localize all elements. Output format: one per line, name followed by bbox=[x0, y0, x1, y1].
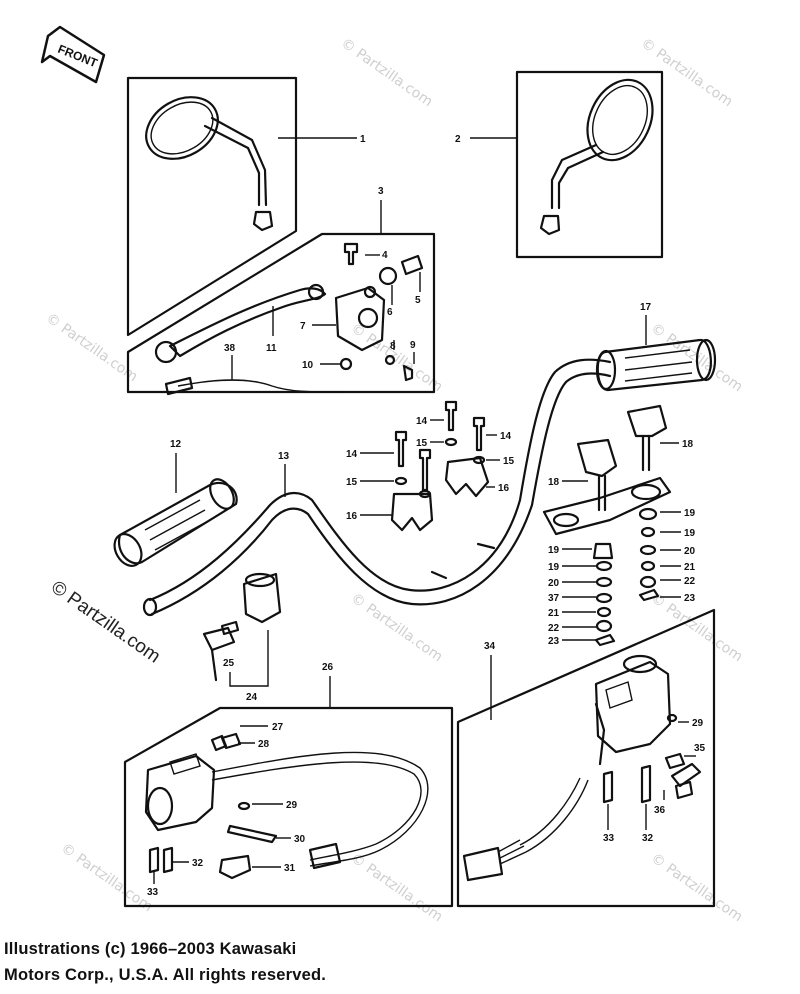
callout-5: 5 bbox=[415, 295, 421, 306]
callout-1: 1 bbox=[360, 134, 366, 145]
right-holder-stack: 18 18 19 19 19 19 20 20 21 21 22 22 23 2… bbox=[542, 404, 696, 647]
callout-29: 29 bbox=[286, 800, 298, 811]
callout-33: 33 bbox=[603, 833, 615, 844]
callout-21: 21 bbox=[548, 608, 560, 619]
mirror-2 bbox=[586, 78, 654, 162]
watermark-main: © Partzilla.com bbox=[47, 577, 164, 668]
callout-25: 25 bbox=[223, 658, 235, 669]
callout-28: 28 bbox=[258, 739, 270, 750]
lock-assembly: 25 24 bbox=[202, 572, 282, 703]
callout-23: 23 bbox=[548, 636, 560, 647]
callout-38: 38 bbox=[224, 343, 236, 354]
callout-20: 20 bbox=[684, 546, 696, 557]
callout-32: 32 bbox=[642, 833, 654, 844]
watermark: © Partzilla.com bbox=[338, 35, 436, 110]
callout-34: 34 bbox=[484, 641, 496, 652]
callout-23: 23 bbox=[684, 593, 696, 604]
callout-10: 10 bbox=[302, 360, 314, 371]
callout-16: 16 bbox=[346, 511, 358, 522]
callout-32: 32 bbox=[192, 858, 204, 869]
callout-37: 37 bbox=[548, 593, 560, 604]
callout-14: 14 bbox=[416, 416, 428, 427]
callout-20: 20 bbox=[548, 578, 560, 589]
callout-30: 30 bbox=[294, 834, 306, 845]
callout-15: 15 bbox=[503, 456, 515, 467]
callout-13: 13 bbox=[278, 451, 290, 462]
clutch-lever-11 bbox=[168, 287, 327, 358]
callout-2: 2 bbox=[455, 134, 461, 145]
callout-35: 35 bbox=[694, 743, 706, 754]
callout-18: 18 bbox=[548, 477, 560, 488]
callout-14: 14 bbox=[346, 449, 358, 460]
front-arrow-badge: FRONT bbox=[40, 25, 106, 84]
watermark: © Partzilla.com bbox=[648, 590, 746, 665]
watermark: © Partzilla.com bbox=[648, 850, 746, 925]
callout-27: 27 bbox=[272, 722, 284, 733]
left-mirror-panel: 1 bbox=[126, 76, 366, 337]
callout-22: 22 bbox=[684, 576, 696, 587]
callout-4: 4 bbox=[382, 250, 388, 261]
callout-15: 15 bbox=[416, 438, 428, 449]
callout-26: 26 bbox=[322, 662, 334, 673]
callout-12: 12 bbox=[170, 439, 182, 450]
copyright-line-1: Illustrations (c) 1966–2003 Kawasaki bbox=[4, 940, 297, 958]
left-switch-panel-26: 26 27 28 29 30 31 32 33 bbox=[123, 662, 454, 908]
callout-24: 24 bbox=[246, 692, 258, 703]
callout-19: 19 bbox=[548, 545, 560, 556]
callout-21: 21 bbox=[684, 562, 696, 573]
right-switch-panel-34: 34 29 35 36 33 32 bbox=[456, 608, 716, 908]
callout-16: 16 bbox=[498, 483, 510, 494]
mirror-1 bbox=[145, 96, 219, 160]
handlebar-13: 13 bbox=[142, 358, 612, 617]
callout-19: 19 bbox=[548, 562, 560, 573]
callout-14: 14 bbox=[500, 431, 512, 442]
callout-33: 33 bbox=[147, 887, 159, 898]
left-grip-12: 12 bbox=[113, 439, 238, 567]
watermark: © Partzilla.com bbox=[348, 850, 446, 925]
watermark: © Partzilla.com bbox=[43, 310, 141, 385]
watermark: © Partzilla.com bbox=[348, 320, 446, 395]
callout-19: 19 bbox=[684, 508, 696, 519]
callout-29: 29 bbox=[692, 718, 704, 729]
watermark: © Partzilla.com bbox=[58, 840, 156, 915]
front-badge-label: FRONT bbox=[56, 42, 100, 71]
right-grip-17: 17 bbox=[595, 302, 717, 392]
callout-15: 15 bbox=[346, 477, 358, 488]
callout-3: 3 bbox=[378, 186, 384, 197]
right-switch-housing bbox=[594, 660, 672, 754]
callout-9: 9 bbox=[410, 340, 416, 351]
callout-31: 31 bbox=[284, 863, 296, 874]
watermarks: © Partzilla.com © Partzilla.com © Partzi… bbox=[43, 35, 746, 925]
callout-8: 8 bbox=[390, 341, 396, 352]
callout-19: 19 bbox=[684, 528, 696, 539]
callout-7: 7 bbox=[300, 321, 306, 332]
callout-36: 36 bbox=[654, 805, 666, 816]
right-mirror-panel: 2 bbox=[455, 70, 664, 259]
clutch-lever-panel: 3 4 5 6 7 8 9 10 11 38 bbox=[126, 186, 436, 396]
left-switch-housing bbox=[144, 754, 216, 832]
callout-18: 18 bbox=[682, 439, 694, 450]
callout-17: 17 bbox=[640, 302, 652, 313]
handlebar-holders: 14 14 14 15 15 15 16 16 bbox=[346, 400, 515, 532]
copyright-notice: Illustrations (c) 1966–2003 Kawasaki Mot… bbox=[4, 936, 564, 988]
callout-22: 22 bbox=[548, 623, 560, 634]
callout-11: 11 bbox=[266, 343, 277, 354]
copyright-line-2: Motors Corp., U.S.A. All rights reserved… bbox=[4, 966, 327, 984]
callout-6: 6 bbox=[387, 307, 393, 318]
